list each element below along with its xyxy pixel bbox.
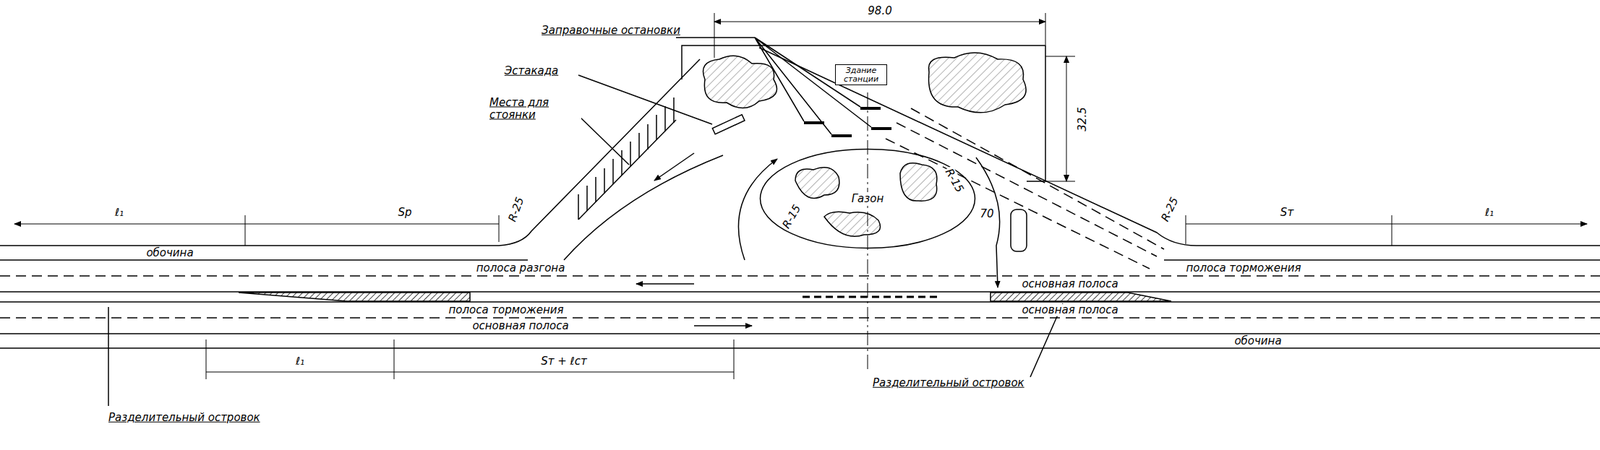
station-area: [703, 55, 778, 108]
dimension-lines: [14, 13, 1587, 380]
station-area: [795, 167, 840, 199]
station-area: [1010, 209, 1027, 252]
leader-lines: [867, 92, 869, 374]
callout-label: Разделительный островок: [871, 377, 1026, 390]
station-area: [900, 163, 938, 201]
radius-label: R-25: [1158, 194, 1181, 225]
road-lines: [0, 47, 1600, 349]
road-lines: [0, 347, 1600, 350]
road-lines: [0, 333, 1600, 335]
separator-island: [990, 292, 1172, 302]
lawn-label: Газон: [849, 192, 887, 206]
dimension-lines: [206, 372, 734, 374]
radius-label: R-15: [779, 201, 804, 233]
station-area: [896, 122, 1157, 257]
lawn-oval: Газон: [759, 148, 977, 250]
dimension-symbol: Sт + ℓст: [539, 355, 589, 369]
station-area: [578, 120, 677, 220]
lane-label: основная полоса: [1020, 278, 1120, 291]
radius-label: R-25: [506, 194, 528, 225]
dimension-lines: [714, 21, 1046, 23]
road-lines: [0, 301, 1600, 303]
station-area: [976, 157, 1000, 288]
leader-lines: [107, 307, 110, 407]
callout-label: Эстакада: [503, 65, 560, 78]
road-lines: [0, 317, 1600, 319]
station-area: [885, 138, 1150, 269]
station-area: [563, 155, 724, 261]
dimension-symbol: ℓ₁: [113, 206, 126, 220]
leader-lines: [578, 115, 630, 165]
callout-label: Заправочные остановки: [540, 24, 682, 37]
road-lines: [802, 296, 940, 299]
station-area: [654, 153, 695, 181]
dimension-value: 32.5: [1076, 105, 1089, 133]
station-area: [563, 45, 1165, 327]
leader-lines: [676, 37, 872, 135]
dimension-symbol: ℓ₁: [1483, 206, 1496, 220]
lane-label: полоса разгона: [475, 262, 567, 275]
callout-label: Разделительный островок: [107, 412, 262, 425]
lane-label: обочина: [1232, 335, 1283, 348]
separator-island: [238, 292, 470, 302]
road-lines: [0, 259, 528, 262]
road-lines: [0, 59, 700, 246]
station-area: [636, 283, 695, 285]
station-area: [578, 97, 674, 220]
lane-label: обочина: [144, 247, 195, 260]
dimension-lines: [1045, 56, 1076, 182]
station-area: [738, 159, 778, 261]
lane-label: основная полоса: [470, 320, 570, 333]
callout-label: Места для стоянки: [488, 96, 582, 121]
station-area: [712, 114, 745, 135]
dimension-lines: [1391, 224, 1587, 225]
dimension-lines: [245, 215, 499, 246]
dimension-lines: [14, 224, 246, 225]
dimension-value: 70: [978, 208, 995, 221]
station-area: [824, 211, 881, 237]
oval-outline: [760, 149, 976, 249]
dimension-lines: [714, 13, 1046, 58]
dimension-symbol: Sр: [396, 206, 413, 220]
station-area: [910, 108, 1165, 250]
dimension-value: 98.0: [866, 5, 893, 18]
dimension-lines: [245, 224, 499, 225]
building-label: Здание станции: [838, 66, 884, 84]
station-building: Здание станции: [835, 64, 888, 86]
road-lines: [1164, 259, 1600, 262]
dimension-lines: [1066, 56, 1068, 182]
station-area: [928, 52, 1026, 113]
dimension-symbol: Sт: [1278, 206, 1295, 220]
road-lines: [759, 47, 1600, 246]
lane-label: полоса торможения: [1184, 262, 1303, 275]
leader-lines: [108, 37, 1063, 407]
dimension-lines: [1185, 224, 1392, 225]
station-area: [694, 325, 752, 327]
separator-island: [238, 292, 1172, 302]
road-lines: [0, 275, 1600, 277]
dimension-symbol: ℓ₁: [294, 355, 306, 369]
lane-label: полоса торможения: [446, 304, 565, 317]
station-area: [803, 108, 892, 136]
dimension-lines: [1185, 215, 1392, 246]
radius-label: R-15: [942, 165, 967, 196]
station-area: [681, 45, 1046, 182]
lane-label: основная полоса: [1020, 304, 1120, 317]
dimension-lines: [206, 339, 734, 380]
leader-lines: [578, 75, 713, 125]
